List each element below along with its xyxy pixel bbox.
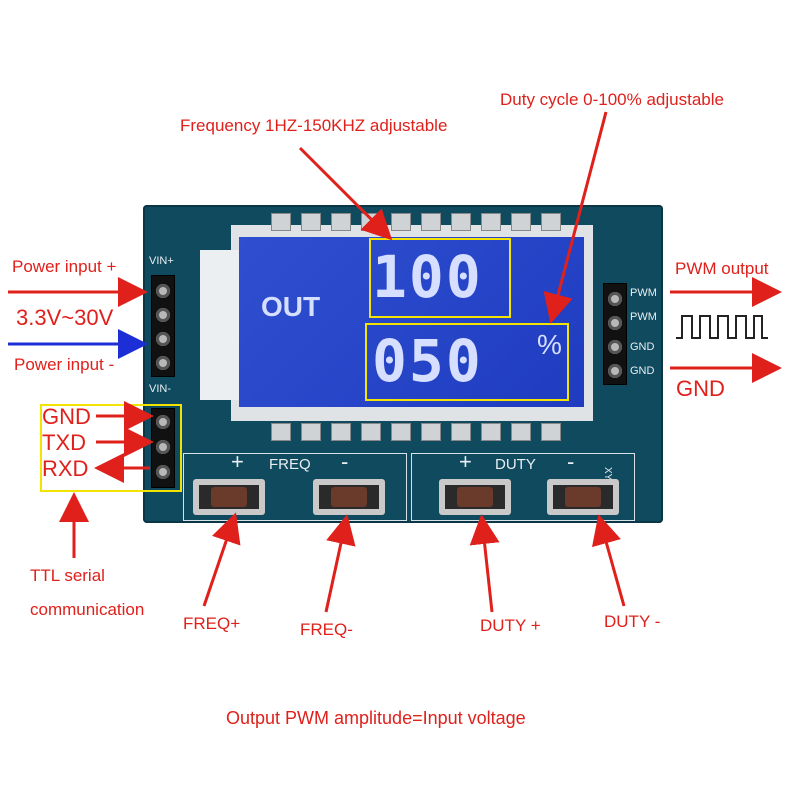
duty-cycle-arrow [543,111,608,324]
connector-tooth [451,213,471,231]
duty-plus-arrow [469,514,500,613]
pin [608,316,622,330]
pwm-output-label: PWM output [675,259,769,278]
duty-minus-button[interactable] [547,479,619,515]
pwm-generator-board: VIN+ VIN- OUT 100 050 % [143,205,663,523]
pin [156,284,170,298]
pin [156,440,170,454]
connector-tooth [421,423,441,441]
freq-minus-silk: - [341,449,349,474]
ttl-line1-label: TTL serial [30,566,105,585]
freq-minus-arrow [324,514,356,613]
connector-tooth [541,213,561,231]
pin [608,340,622,354]
connector-tooth [481,423,501,441]
connector-tooth [361,423,381,441]
serial-highlight [40,404,182,492]
pwm-waveform [676,315,768,339]
power-pin-header [151,275,175,377]
connector-tooth [391,423,411,441]
freq-minus-button[interactable] [313,479,385,515]
rxd-label: RXD [42,456,89,481]
frequency-arrow [298,146,393,241]
vin-minus-label: VIN- [149,383,171,395]
pin [608,364,622,378]
freq-plus-arrow [202,512,241,607]
gnd-output-label: GND [676,376,725,401]
pin [608,292,622,306]
freq-plus-button[interactable] [193,479,265,515]
txd-label: TXD [42,430,86,455]
duty-minus-silk: - [567,449,575,474]
duty-highlight [365,323,569,401]
pin [156,415,170,429]
connector-tooth [451,423,471,441]
connector-tooth [301,213,321,231]
lcd-screen: OUT 100 050 % [239,237,584,407]
pwm1-label: PWM [630,287,657,299]
connector-tooth [331,213,351,231]
duty-minus-arrow [592,514,626,607]
freq-section [183,453,407,521]
voltage-label: 3.3V~30V [16,305,114,330]
gnd-serial-label: GND [42,404,91,429]
freq-minus-label: FREQ- [300,620,353,639]
pin [156,332,170,346]
gnd1-label: GND [630,341,655,353]
connector-tooth [331,423,351,441]
duty-plus-button[interactable] [439,479,511,515]
frequency-label: Frequency 1HZ-150KHZ adjustable [180,116,448,135]
duty-cycle-label: Duty cycle 0-100% adjustable [500,90,724,109]
power-plus-label: Power input + [12,257,117,276]
connector-tooth [271,213,291,231]
duty-plus-silk: + [459,449,472,474]
duty-minus-label: DUTY - [604,612,661,631]
lcd-percent-unit: % [537,329,562,360]
lcd-duty-value: 050 [372,327,483,395]
pin [156,465,170,479]
gnd2-label: GND [630,365,655,377]
duty-plus-label: DUTY + [480,616,541,635]
footer-label: Output PWM amplitude=Input voltage [226,708,526,728]
frequency-highlight [369,238,511,318]
output-pin-header [603,283,627,385]
connector-tooth [271,423,291,441]
vin-plus-label: VIN+ [149,255,174,267]
pwm2-label: PWM [630,311,657,323]
freq-plus-silk: + [231,449,244,474]
freq-plus-label: FREQ+ [183,614,241,633]
connector-tooth [511,213,531,231]
power-minus-label: Power input - [14,355,115,374]
freq-section-label: FREQ [269,456,311,473]
duty-section-label: DUTY [495,456,536,473]
duty-section [411,453,635,521]
pin [156,356,170,370]
connector-tooth [481,213,501,231]
connector-tooth [541,423,561,441]
connector-tooth [421,213,441,231]
lcd-tab [200,250,240,400]
connector-tooth [301,423,321,441]
connector-tooth [511,423,531,441]
pin [156,308,170,322]
lcd-out-label: OUT [261,291,321,322]
ttl-line2-label: communication [30,600,145,619]
lcd-frequency-value: 100 [372,243,483,311]
